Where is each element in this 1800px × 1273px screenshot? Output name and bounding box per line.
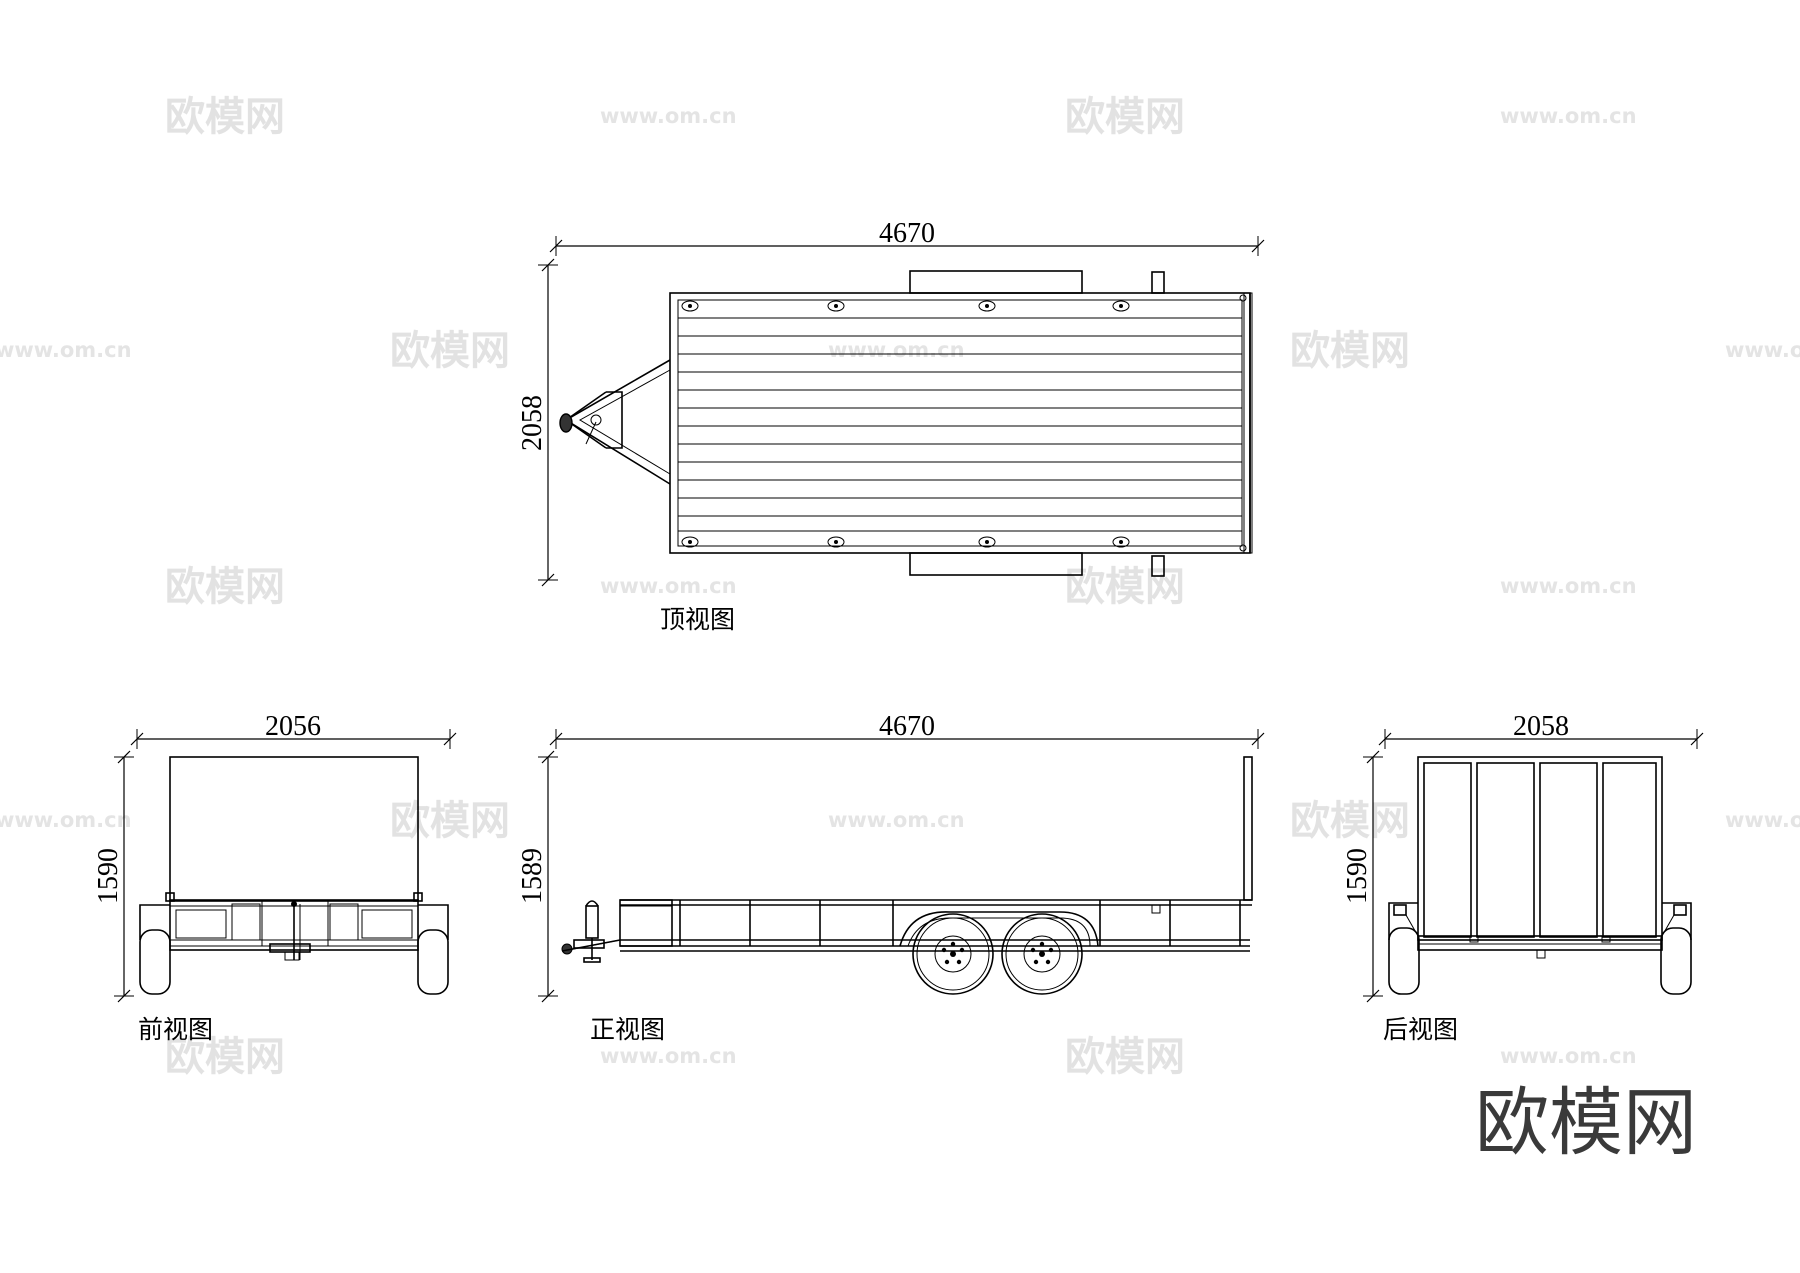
side-wheel-rear xyxy=(1001,913,1083,995)
rear-width-dim-text: 2058 xyxy=(1513,711,1569,742)
rear-view-label: 后视图 xyxy=(1383,1015,1458,1044)
top-tongue xyxy=(559,359,671,485)
front-gate xyxy=(169,756,419,902)
corner-brand-logo: 欧模网 xyxy=(1475,1080,1697,1166)
watermark-url: www.om.cn xyxy=(1500,1044,1637,1068)
side-fender xyxy=(899,911,1099,947)
front-view-label: 前视图 xyxy=(138,1015,213,1044)
side-rail-posts xyxy=(679,900,1241,946)
watermark-url: www.om.cn xyxy=(600,1044,737,1068)
top-tiedown-points xyxy=(681,294,1247,552)
top-view: 4670 2058 xyxy=(517,218,1265,634)
top-fender-lower xyxy=(909,552,1083,576)
watermark-url: www.om.cn xyxy=(1500,574,1637,598)
watermark-url: www.om.cn xyxy=(600,104,737,128)
rear-wheel-right xyxy=(1660,927,1692,995)
rear-ramp-gate xyxy=(1417,756,1663,941)
watermark-url: www.om.cn xyxy=(1725,338,1800,362)
top-light-upper xyxy=(1151,271,1165,294)
watermark-brand: 欧模网 xyxy=(165,1034,285,1080)
side-width-dim-text: 4670 xyxy=(879,711,935,742)
side-ramp-gate xyxy=(1243,756,1253,901)
side-wheel-front xyxy=(912,913,994,995)
side-view: 4670 1589 xyxy=(517,711,1265,1044)
watermark-brand: 欧模网 xyxy=(1065,564,1185,610)
front-wheel-left xyxy=(139,929,171,995)
rear-ramp-panels xyxy=(1423,762,1657,938)
watermark-url: www.om.cn xyxy=(1500,104,1637,128)
side-view-label: 正视图 xyxy=(590,1015,665,1044)
watermark-layer: 欧模网 www.om.cn 欧模网 www.om.cn www.om.cn 欧模… xyxy=(0,94,1800,1080)
rear-height-dim-text: 1590 xyxy=(1342,848,1373,904)
watermark-url: www.om.cn xyxy=(600,574,737,598)
watermark-brand: 欧模网 xyxy=(165,94,285,140)
watermark-url: www.om.cn xyxy=(828,338,965,362)
front-view: 2056 1590 前视图 xyxy=(93,711,457,1044)
front-height-dim-text: 1590 xyxy=(93,848,124,904)
top-height-dim-text: 2058 xyxy=(517,395,548,451)
watermark-url: www.om.cn xyxy=(0,338,132,362)
side-height-dim-text: 1589 xyxy=(517,848,548,904)
side-jack-coupler xyxy=(561,900,621,963)
top-width-dim-text: 4670 xyxy=(879,218,935,249)
watermark-brand: 欧模网 xyxy=(1065,1034,1185,1080)
top-deck-planks xyxy=(678,317,1242,532)
front-wheel-right xyxy=(417,929,449,995)
watermark-brand: 欧模网 xyxy=(390,328,510,374)
rear-view: 2058 1590 后视图 xyxy=(1342,711,1704,1044)
top-view-label: 顶视图 xyxy=(660,605,735,634)
side-front-box xyxy=(619,899,673,947)
top-fender-upper xyxy=(909,270,1083,294)
watermark-brand: 欧模网 xyxy=(390,798,510,844)
rear-wheel-left xyxy=(1388,927,1420,995)
watermark-brand: 欧模网 xyxy=(1290,328,1410,374)
watermark-url: www.om.cn xyxy=(1725,808,1800,832)
top-light-lower xyxy=(1151,555,1165,577)
watermark-url: www.om.cn xyxy=(0,808,132,832)
front-width-dim-text: 2056 xyxy=(265,711,321,742)
watermark-url: www.om.cn xyxy=(828,808,965,832)
watermark-brand: 欧模网 xyxy=(165,564,285,610)
watermark-brand: 欧模网 xyxy=(1290,798,1410,844)
watermark-brand: 欧模网 xyxy=(1065,94,1185,140)
top-deck xyxy=(669,292,1251,554)
